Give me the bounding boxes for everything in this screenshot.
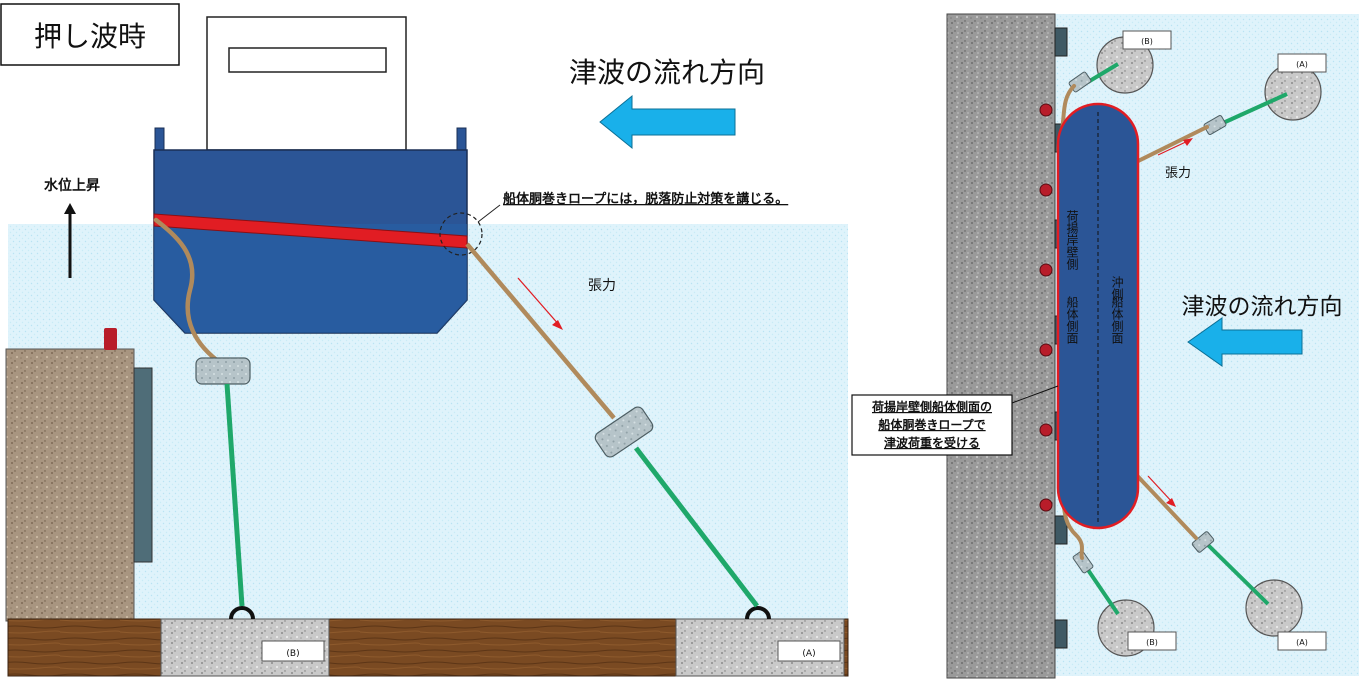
rope-a	[465, 242, 616, 420]
anchor-a-label: (A)	[802, 649, 815, 659]
left-panel	[0, 3, 849, 677]
tension-arrow	[517, 277, 561, 327]
anchor-top-a-label: (A)	[1296, 60, 1308, 69]
anchor-bottom-b-label: (B)	[1146, 638, 1158, 647]
quay-wall-plan	[946, 13, 1056, 679]
callout-line1: 荷揚岸壁側船体側面の	[871, 399, 992, 414]
title-box	[0, 3, 180, 66]
connector-b	[195, 357, 251, 385]
offshore-side-hull-label: 船体側面	[1110, 296, 1124, 344]
callout-line3: 津波荷重を受ける	[884, 435, 980, 450]
wall-side-label: 荷揚岸壁側	[1065, 210, 1079, 270]
chain-b	[224, 383, 245, 607]
bulwark-post-left	[154, 127, 165, 151]
flow-direction-label-plan: 津波の流れ方向	[1182, 294, 1343, 320]
fender	[133, 367, 153, 563]
callout-line2: 船体胴巻きロープで	[878, 417, 985, 432]
connector-a	[594, 406, 654, 458]
bulwark-post-right	[456, 127, 467, 151]
water-rise-label: 水位上昇	[44, 177, 100, 194]
anchor-top-b-label: (B)	[1141, 37, 1153, 46]
title-label: 押し波時	[34, 20, 146, 53]
quay-wall	[5, 348, 135, 622]
flow-direction-label: 津波の流れ方向	[569, 56, 765, 89]
chain-a	[634, 446, 759, 608]
shackle-b	[229, 606, 255, 620]
flow-arrow	[599, 94, 736, 150]
detail-marker	[439, 212, 483, 256]
callout-box	[851, 394, 1013, 456]
bollard	[104, 328, 117, 350]
anchor-b-label: (B)	[286, 649, 299, 659]
wall-side-hull-label: 船体側面	[1065, 296, 1079, 344]
shackle-a	[745, 606, 771, 620]
bollards-plan	[1039, 103, 1053, 512]
rope-note: 船体胴巻きロープには，脱落防止対策を講じる。	[503, 191, 788, 207]
tension-label-plan: 張力	[1165, 166, 1191, 181]
tension-label: 張力	[588, 278, 616, 294]
right-panel	[851, 13, 1359, 679]
ship-cabin	[206, 16, 407, 151]
hull-wrap-rope	[153, 213, 468, 249]
cabin-window	[228, 47, 387, 73]
offshore-side-label: 沖側	[1110, 276, 1124, 300]
rope-b	[153, 217, 225, 367]
anchor-bottom-a-label: (A)	[1296, 638, 1308, 647]
flow-arrow-plan	[1187, 317, 1303, 367]
